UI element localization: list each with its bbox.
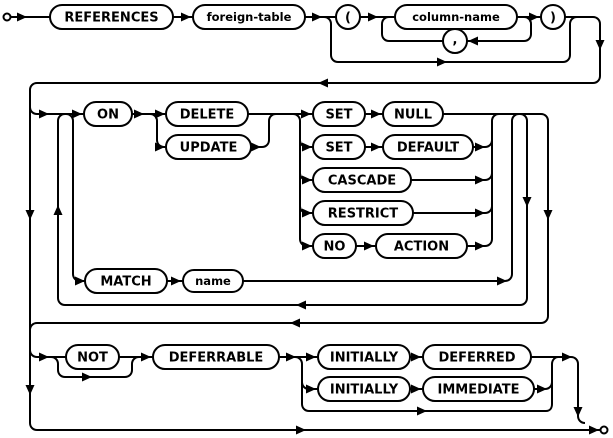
- keyword-deferred: DEFERRED: [422, 344, 532, 370]
- keyword-label-set-1: SET: [325, 108, 352, 123]
- punct-close-paren: ): [540, 4, 566, 30]
- keyword-references: REFERENCES: [49, 4, 174, 30]
- nonterminal-name: name: [182, 269, 244, 293]
- keyword-label-match: MATCH: [100, 275, 151, 290]
- keyword-label-no: NO: [324, 240, 346, 255]
- punct-label-open-paren: (: [345, 11, 351, 26]
- keyword-delete: DELETE: [165, 101, 249, 127]
- punct-comma: ,: [442, 28, 468, 54]
- nonterminal-label-name: name: [195, 274, 231, 288]
- keyword-label-deferred: DEFERRED: [438, 351, 515, 366]
- keyword-set-1: SET: [312, 101, 366, 127]
- keyword-initially-2: INITIALLY: [317, 376, 411, 402]
- nonterminal-label-foreign-table: foreign-table: [207, 10, 292, 24]
- keyword-restrict: RESTRICT: [312, 200, 414, 226]
- keyword-label-initially-1: INITIALLY: [330, 351, 399, 366]
- keyword-cascade: CASCADE: [312, 167, 412, 193]
- end-terminal-icon: [599, 425, 609, 435]
- keyword-null: NULL: [382, 101, 444, 127]
- keyword-update: UPDATE: [165, 134, 252, 160]
- keyword-label-action: ACTION: [394, 240, 449, 255]
- keyword-set-2: SET: [312, 134, 366, 160]
- punct-label-comma: ,: [453, 33, 458, 48]
- keyword-on: ON: [83, 101, 133, 127]
- punct-label-close-paren: ): [550, 11, 556, 26]
- keyword-label-on: ON: [97, 108, 119, 123]
- keyword-label-delete: DELETE: [180, 108, 235, 123]
- nonterminal-column-name: column-name: [394, 4, 518, 30]
- connector-paths: [11, 16, 601, 431]
- keyword-action: ACTION: [375, 233, 468, 259]
- start-terminal-icon: [2, 12, 12, 22]
- keyword-label-update: UPDATE: [180, 141, 238, 156]
- keyword-no: NO: [312, 233, 357, 259]
- nonterminal-foreign-table: foreign-table: [192, 4, 306, 30]
- keyword-label-deferrable: DEFERRABLE: [169, 351, 264, 366]
- arrowhead-icons: [17, 12, 605, 435]
- keyword-default: DEFAULT: [382, 134, 474, 160]
- keyword-label-not: NOT: [77, 351, 108, 366]
- keyword-match: MATCH: [84, 268, 168, 294]
- keyword-label-references: REFERENCES: [64, 11, 158, 26]
- keyword-initially-1: INITIALLY: [317, 344, 411, 370]
- keyword-label-null: NULL: [394, 108, 432, 123]
- keyword-label-immediate: IMMEDIATE: [437, 383, 519, 398]
- keyword-label-default: DEFAULT: [397, 141, 459, 156]
- keyword-deferrable: DEFERRABLE: [152, 344, 280, 370]
- keyword-not: NOT: [65, 344, 120, 370]
- keyword-label-restrict: RESTRICT: [328, 207, 399, 222]
- punct-open-paren: (: [335, 4, 361, 30]
- keyword-label-initially-2: INITIALLY: [330, 383, 399, 398]
- keyword-label-cascade: CASCADE: [328, 174, 396, 189]
- keyword-immediate: IMMEDIATE: [422, 376, 535, 402]
- keyword-label-set-2: SET: [325, 141, 352, 156]
- nonterminal-label-column-name: column-name: [412, 10, 500, 24]
